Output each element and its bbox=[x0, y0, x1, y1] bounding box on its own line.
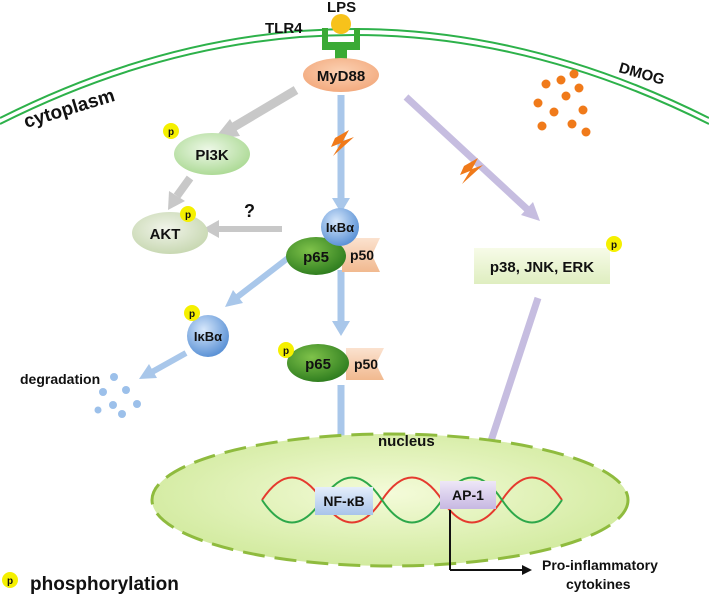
p65-label: p65 bbox=[303, 249, 329, 266]
akt-node bbox=[132, 212, 208, 254]
ikba-label: IκBα bbox=[326, 220, 354, 235]
degraded-fragments bbox=[94, 373, 141, 418]
akt-label: AKT bbox=[150, 226, 181, 243]
p50-subunit bbox=[342, 238, 380, 272]
p65-subunit bbox=[286, 237, 346, 275]
mapk-label: p38, JNK, ERK bbox=[490, 259, 594, 276]
ikba-inhibitor bbox=[321, 208, 359, 246]
nucleus bbox=[150, 432, 630, 568]
lps-ligand bbox=[331, 14, 351, 34]
legend-phospho-marker bbox=[2, 572, 18, 588]
pi3k-node bbox=[174, 133, 250, 175]
legend-phospho-symbol: p bbox=[7, 576, 13, 587]
inhibition-bolt-icon bbox=[460, 158, 483, 184]
nfkb-label: NF-κB bbox=[323, 493, 364, 509]
tlr4-receptor bbox=[322, 28, 360, 60]
p50-label: p50 bbox=[350, 247, 374, 263]
inhibition-bolt-icon bbox=[331, 130, 354, 156]
p50-subunit bbox=[346, 348, 384, 380]
pathway-arrows bbox=[139, 86, 542, 500]
nucleus-label: nucleus bbox=[378, 433, 435, 450]
p50-label: p50 bbox=[354, 356, 378, 372]
phospho-ikba bbox=[187, 315, 229, 357]
phospho-marker bbox=[184, 305, 200, 321]
phospho-marker bbox=[278, 342, 294, 358]
p65-subunit bbox=[287, 344, 349, 382]
ap1-box bbox=[440, 481, 496, 509]
output-arrow bbox=[449, 510, 532, 575]
mapk-box bbox=[474, 248, 610, 284]
dmog-label: DMOG bbox=[617, 60, 667, 89]
p65-label: p65 bbox=[305, 356, 331, 373]
lps-label: LPS bbox=[327, 0, 356, 16]
phospho-marker bbox=[606, 236, 622, 252]
output-label-line1: Pro-inflammatory bbox=[542, 557, 658, 573]
tlr4-label: TLR4 bbox=[265, 20, 303, 37]
ap1-label: AP-1 bbox=[452, 487, 484, 503]
phospho-marker bbox=[180, 206, 196, 222]
nfkb-box bbox=[315, 487, 373, 515]
legend-label: phosphorylation bbox=[30, 574, 179, 595]
pi3k-label: PI3K bbox=[195, 147, 229, 164]
unknown-link-mark: ? bbox=[244, 201, 255, 221]
phospho-marker-label: p bbox=[189, 309, 195, 320]
myd88-label: MyD88 bbox=[317, 68, 365, 85]
phospho-marker-label: p bbox=[611, 240, 617, 251]
phospho-marker-label: p bbox=[168, 127, 174, 138]
ikba-label: IκBα bbox=[194, 329, 222, 344]
phospho-marker bbox=[163, 123, 179, 139]
myd88-node bbox=[303, 58, 379, 92]
phospho-marker-label: p bbox=[185, 210, 191, 221]
degradation-label: degradation bbox=[20, 371, 100, 387]
output-label-line2: cytokines bbox=[566, 576, 631, 592]
dmog-molecules bbox=[533, 69, 591, 137]
phospho-marker-label: p bbox=[283, 346, 289, 357]
